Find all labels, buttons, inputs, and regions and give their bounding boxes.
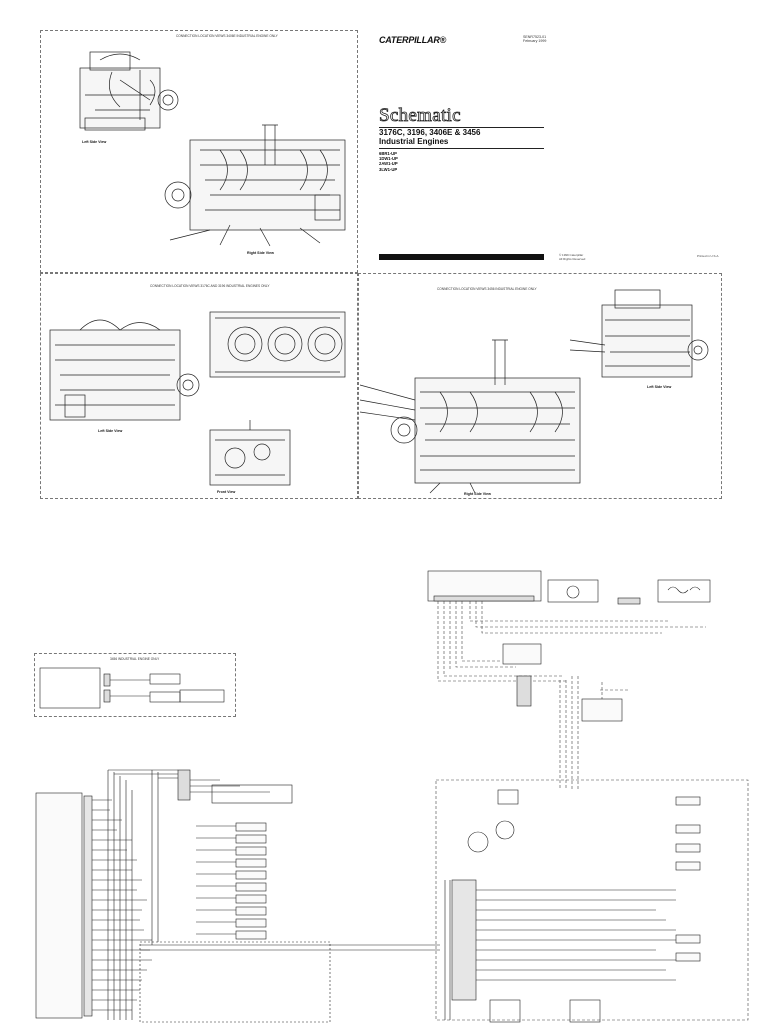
engine-left-side-3456 xyxy=(569,289,709,378)
view-label: Left Side View xyxy=(82,140,107,144)
cover-bar xyxy=(379,254,544,260)
panel-header: CONNECTION LOCATION VIEWS 3456 INDUSTRIA… xyxy=(437,287,537,291)
copyright-line: © 1999 Caterpillar xyxy=(559,253,584,257)
panel-header: CONNECTION LOCATION VIEWS 3406E INDUSTRI… xyxy=(176,34,278,38)
copyright: © 1999 Caterpillar All Rights Reserved xyxy=(559,253,586,261)
engine-top-view-3176c xyxy=(209,311,346,378)
document-number: SENR7523-01 xyxy=(523,35,547,39)
document-date: February 1999 xyxy=(523,39,547,44)
subtitle-rule xyxy=(379,148,544,149)
view-label: Right Side View xyxy=(464,492,491,496)
engine-left-side-3176c xyxy=(49,319,200,421)
rights-line: All Rights Reserved xyxy=(559,256,586,261)
document-info: SENR7523-01 February 1999 xyxy=(523,35,546,43)
schematic-title: Schematic xyxy=(379,105,461,127)
engine-right-side-3406e xyxy=(164,124,346,247)
engine-models: 3176C, 3196, 3406E & 3456 xyxy=(379,128,481,137)
serial-item: 2AW1-UP xyxy=(379,161,398,167)
title-rule xyxy=(379,127,544,128)
engine-left-side-3406e xyxy=(79,51,179,131)
engine-right-side-3456 xyxy=(359,339,581,494)
panel-3406e-views xyxy=(40,30,358,273)
view-label: Front View xyxy=(217,490,236,494)
panel-header: CONNECTION LOCATION VIEWS 3176C AND 3196… xyxy=(150,284,270,288)
panel-3456-inset xyxy=(34,653,236,717)
panel-3176c-views xyxy=(40,273,358,499)
view-label: Left Side View xyxy=(98,429,123,433)
serial-list: 6BR1-UP 1DW1-UP 2AW1-UP 3LW1-UP xyxy=(379,151,398,172)
serial-item: 6BR1-UP xyxy=(379,151,397,156)
view-label: Right Side View xyxy=(247,251,274,255)
engine-front-view-3176c xyxy=(209,420,291,486)
panel-3456-views xyxy=(358,273,722,499)
wiring-schematic xyxy=(35,570,749,1023)
engine-type: Industrial Engines xyxy=(379,137,449,146)
serial-item: 1DW1-UP xyxy=(379,156,398,162)
serial-item: 3LW1-UP xyxy=(379,166,398,172)
caterpillar-logo: CATERPILLAR® xyxy=(379,35,447,45)
panel-header: 3456 INDUSTRIAL ENGINE ONLY xyxy=(110,657,160,661)
view-label: Left Side View xyxy=(647,385,672,389)
printed-in: Printed in U.S.A. xyxy=(697,254,720,258)
